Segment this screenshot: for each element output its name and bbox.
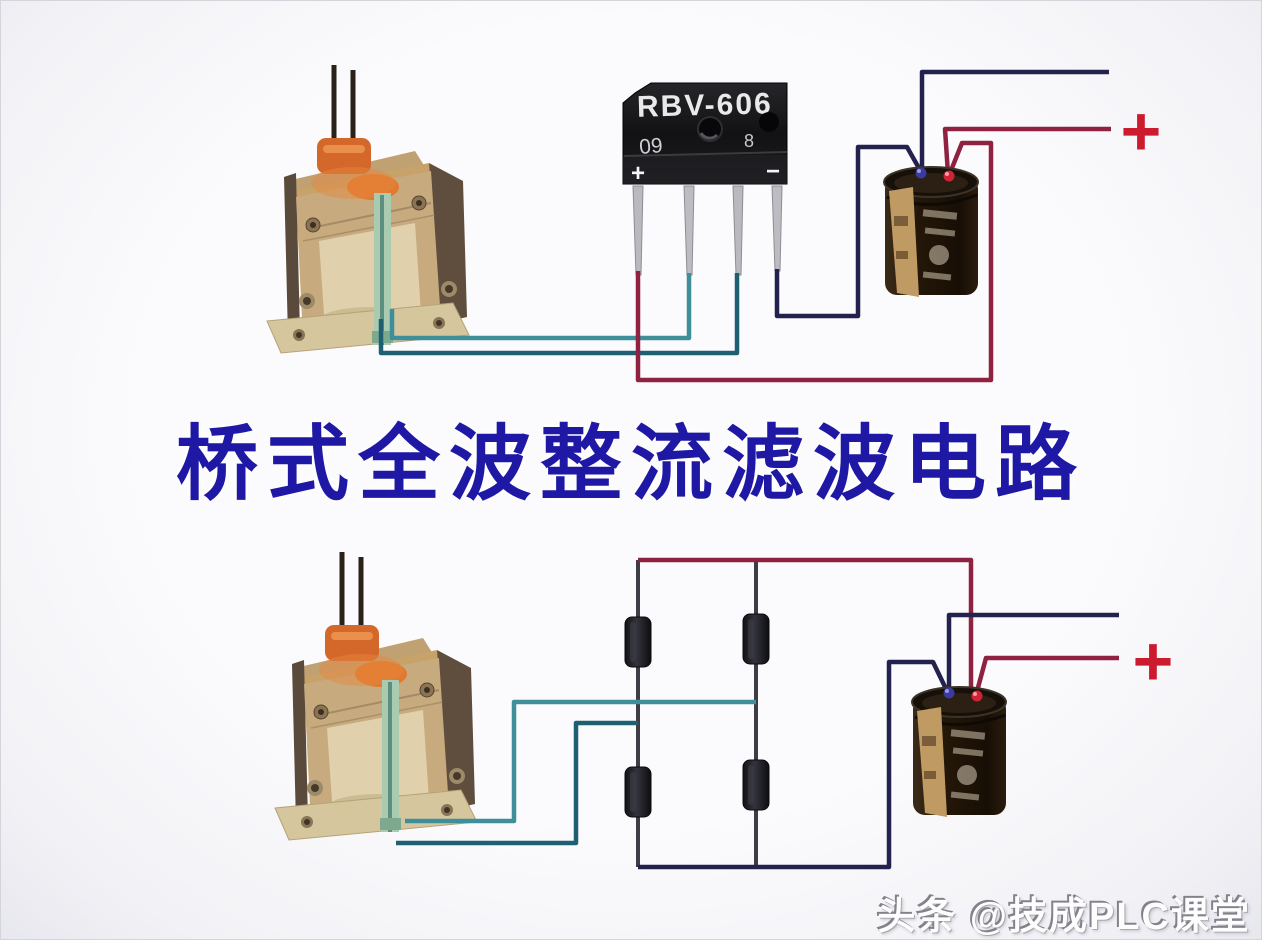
bridge-leg-ac1 xyxy=(683,185,695,276)
capacitor-negative-terminal xyxy=(943,687,955,699)
wire-secondary-b-top xyxy=(378,273,740,356)
wire-secondary-a-top xyxy=(389,273,692,341)
bridge-batch-code: 8 xyxy=(744,131,754,151)
bridge-leg-plus xyxy=(632,185,644,276)
wire-negative-output-top xyxy=(919,69,1109,171)
diode-bottom-left xyxy=(624,766,652,818)
wire-positive-rail-bottom xyxy=(638,557,977,695)
bridge-leg-minus xyxy=(771,185,783,272)
wire-negative-bridge-top xyxy=(774,144,922,319)
terminal-glint xyxy=(945,172,949,176)
bridge-seam xyxy=(623,151,788,157)
bridge-plus-label: + xyxy=(631,160,645,187)
bridge-rectifier: RBV-606 09 8 + − xyxy=(622,82,788,276)
capacitor-positive-terminal xyxy=(943,170,955,182)
bridge-legs xyxy=(632,185,783,276)
transformer-top xyxy=(267,65,469,353)
wire-negative-rail-bottom xyxy=(638,659,950,870)
capacitor-negative-terminal xyxy=(915,167,927,179)
wire-negative-output-bottom xyxy=(946,612,1119,692)
page-title: 桥式全波整流滤波电路 xyxy=(175,419,1086,510)
bridge-hole xyxy=(759,112,779,132)
wire-positive-output-top xyxy=(942,126,1111,175)
terminal-glint xyxy=(945,689,949,693)
wire-secondary-a-bottom xyxy=(405,699,756,824)
capacitor-bottom-circuit xyxy=(910,685,1008,819)
watermark: 头条 @技成PLC课堂 xyxy=(877,896,1251,938)
terminal-glint xyxy=(917,169,921,173)
bridge-hole-glint xyxy=(699,132,719,140)
capacitor-top-circuit xyxy=(882,165,980,299)
output-plus-marker-top: + xyxy=(1121,92,1162,170)
wire-secondary-b-bottom xyxy=(396,720,638,846)
wire-positive-output-bottom xyxy=(973,655,1119,696)
bottom-wires xyxy=(396,557,1119,870)
bridge-minus-label: − xyxy=(766,158,780,185)
bridge-lower-band xyxy=(623,155,787,184)
bridge-date-code: 09 xyxy=(638,134,663,159)
diode-top-right xyxy=(742,613,770,665)
capacitor-positive-terminal xyxy=(971,690,983,702)
top-wires xyxy=(378,69,1111,383)
transformer-bottom xyxy=(275,552,477,840)
diode-top-left xyxy=(624,616,652,668)
diode-bottom-right xyxy=(742,759,770,811)
output-plus-marker-bottom: + xyxy=(1133,622,1174,700)
terminal-glint xyxy=(973,692,977,696)
wire-positive-bridge-top xyxy=(635,140,994,383)
bridge-leg-ac2 xyxy=(732,185,744,276)
